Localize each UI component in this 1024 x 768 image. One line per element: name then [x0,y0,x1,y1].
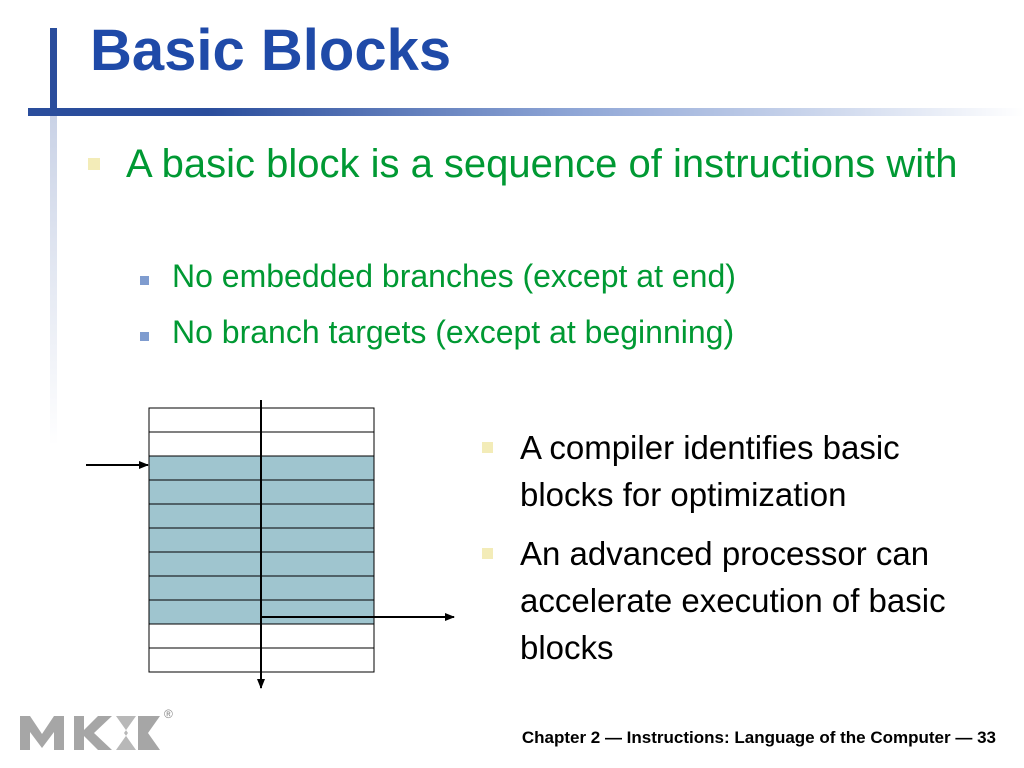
slide-footer: Chapter 2 — Instructions: Language of th… [521,728,996,747]
sub-bullet-2: No branch targets (except at beginning) [172,314,735,350]
slide-title: Basic Blocks [90,18,452,83]
right-bullet-item: A compiler identifies basic blocks for o… [482,424,1012,520]
title-accent-bar-vertical [50,28,57,116]
basic-block-diagram [86,400,455,689]
accent-bar-fade [50,116,57,446]
bullet-square-icon [88,158,100,170]
right-bullet-list: A compiler identifies basic blocks for o… [482,424,1012,680]
publisher-logo: ® [20,706,180,758]
right-bullet-item: An advanced processor can accelerate exe… [482,530,1012,670]
bullet-square-icon [482,442,493,453]
bullet-square-icon [482,548,493,559]
right-bullet-text: An advanced processor can accelerate exe… [520,535,946,666]
title-underline-bar [28,108,1024,116]
mk-logo-icon: ® [20,707,173,750]
sub-bullet-1: No embedded branches (except at end) [172,258,736,294]
right-bullet-text: A compiler identifies basic blocks for o… [520,429,900,513]
registered-mark: ® [164,707,173,721]
sub-bullet-square-icon [140,332,149,341]
main-bullet-text: A basic block is a sequence of instructi… [126,142,958,186]
sub-bullet-square-icon [140,276,149,285]
